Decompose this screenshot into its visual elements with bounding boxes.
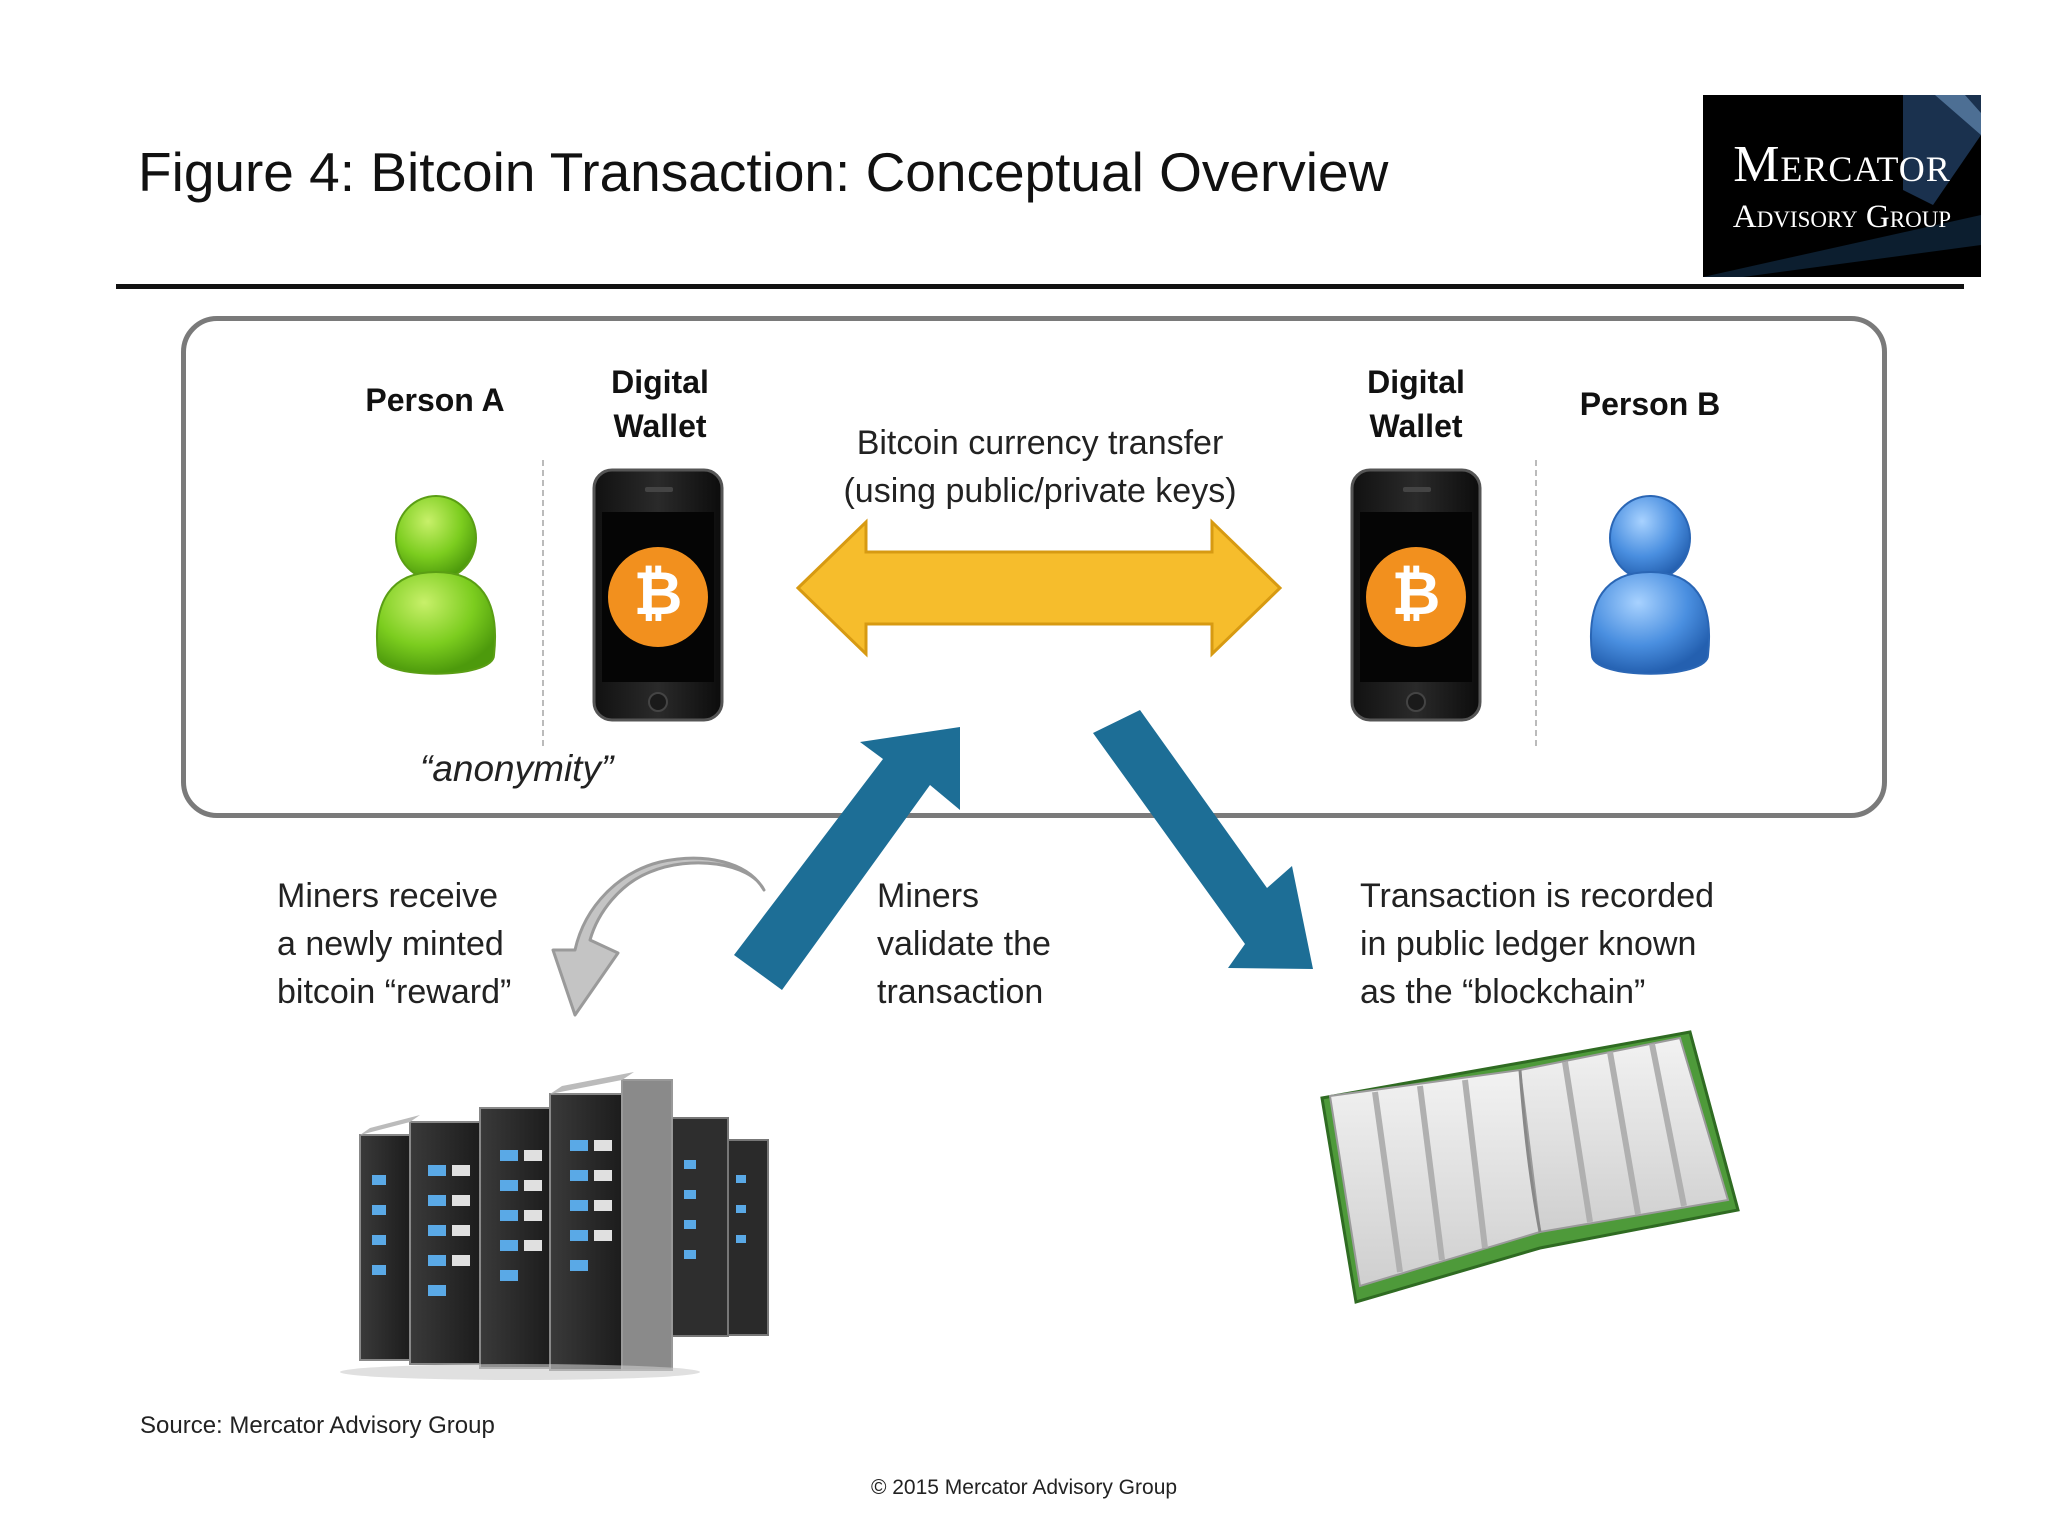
wallet-right-line2: Wallet: [1369, 408, 1463, 444]
person-b-icon: [1590, 495, 1710, 675]
wallet-right-line1: Digital: [1367, 364, 1465, 400]
copyright-note: © 2015 Mercator Advisory Group: [870, 1476, 1178, 1499]
miners-reward-line3: bitcoin “reward”: [277, 973, 512, 1011]
validate-arrow: [734, 727, 960, 990]
wallet-right-label: Digital Wallet: [1336, 360, 1496, 448]
person-b-label: Person B: [1579, 386, 1721, 422]
transaction-frame: [181, 316, 1887, 818]
wallet-left-line2: Wallet: [613, 408, 707, 444]
transfer-line1: Bitcoin currency transfer: [856, 424, 1224, 462]
transfer-caption: Bitcoin currency transfer (using public/…: [790, 419, 1290, 515]
miners-reward-line2: a newly minted: [277, 925, 504, 963]
person-a-icon: [376, 495, 496, 675]
smartphone-right-icon: [1350, 468, 1482, 722]
anonymity-label: “anonymity”: [420, 748, 614, 789]
separator-right: [1535, 460, 1537, 746]
server-rack-icon: [340, 1072, 769, 1380]
bitcoin-left-icon: ₿: [634, 560, 683, 627]
ledger-book-icon: [1320, 1030, 1740, 1304]
wallet-left-label: Digital Wallet: [580, 360, 740, 448]
miners-reward-line1: Miners receive: [277, 877, 499, 915]
ledger-arrow: [1093, 710, 1313, 969]
miners-reward-caption: Miners receive a newly minted bitcoin “r…: [277, 872, 597, 1016]
smartphone-left-icon: [592, 468, 724, 722]
mercator-logo: Mercator Advisory Group: [1703, 95, 1981, 277]
ledger-line3: as the “blockchain”: [1360, 973, 1646, 1011]
miners-validate-line1: Miners: [877, 877, 980, 915]
miners-validate-line3: transaction: [877, 973, 1044, 1011]
logo-line2: Advisory Group: [1732, 199, 1952, 235]
ledger-caption: Transaction is recorded in public ledger…: [1360, 872, 1780, 1016]
figure-title: Figure 4: Bitcoin Transaction: Conceptua…: [138, 141, 1389, 203]
bitcoin-right-icon: ₿: [1392, 560, 1441, 627]
separator-left: [542, 460, 544, 746]
ledger-line2: in public ledger known: [1360, 925, 1697, 963]
logo-swoosh-icon: [1703, 95, 1981, 277]
miners-validate-line2: validate the: [877, 925, 1051, 963]
transfer-arrow: [795, 518, 1283, 658]
wallet-left-line1: Digital: [611, 364, 709, 400]
logo-line1: Mercator: [1733, 136, 1951, 193]
reward-arrow: [551, 856, 766, 1017]
person-a-label: Person A: [365, 382, 505, 418]
source-note: Source: Mercator Advisory Group: [140, 1412, 495, 1439]
miners-validate-caption: Miners validate the transaction: [877, 872, 1137, 1016]
ledger-line1: Transaction is recorded: [1360, 877, 1715, 915]
transfer-line2: (using public/private keys): [843, 472, 1237, 510]
title-divider: [116, 284, 1964, 289]
